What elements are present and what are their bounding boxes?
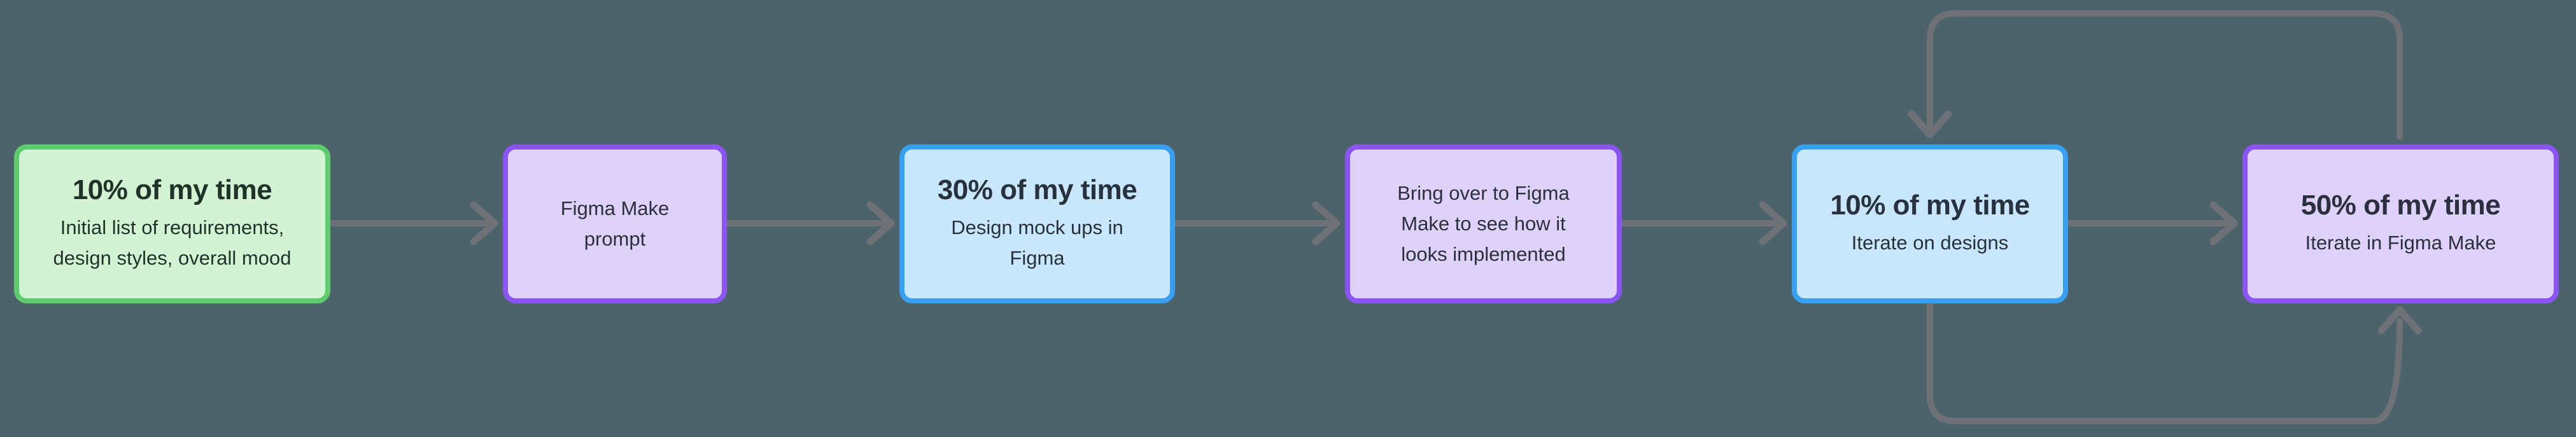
- box-body: Figma Make prompt: [560, 197, 670, 250]
- arrowhead-right-icon: [1312, 201, 1341, 246]
- box-title: 10% of my time: [72, 174, 272, 205]
- arrowhead-down-icon: [1908, 110, 1952, 139]
- flow-box-bring-to-figma-make: Bring over to Figma Make to see how it l…: [1345, 144, 1622, 303]
- arrowhead-right-icon: [2209, 201, 2238, 246]
- flow-box-iterate-figma-make: 50% of my time Iterate in Figma Make: [2242, 144, 2559, 303]
- flow-box-design-mockups: 30% of my time Design mock ups in Figma: [899, 144, 1175, 303]
- arrowhead-right-icon: [470, 201, 498, 246]
- flow-box-iterate-designs: 10% of my time Iterate on designs: [1792, 144, 2068, 303]
- box-body: Iterate in Figma Make: [2305, 232, 2496, 254]
- loop-bottom: [1927, 301, 2403, 424]
- arrowhead-up-icon: [2377, 306, 2422, 335]
- flow-box-requirements: 10% of my time Initial list of requireme…: [14, 144, 330, 303]
- flow-box-figma-make-prompt: Figma Make prompt: [503, 144, 727, 303]
- box-body: Iterate on designs: [1851, 232, 2009, 254]
- box-body: Bring over to Figma Make to see how it l…: [1397, 181, 1570, 266]
- loop-top: [1927, 10, 2403, 140]
- box-title: 50% of my time: [2300, 189, 2501, 221]
- box-title: 30% of my time: [937, 174, 1137, 205]
- box-body: Initial list of requirements, design sty…: [53, 216, 292, 270]
- arrowhead-right-icon: [866, 201, 895, 246]
- arrowhead-right-icon: [1759, 201, 1787, 246]
- box-body: Design mock ups in Figma: [951, 216, 1123, 270]
- box-title: 10% of my time: [1830, 189, 2030, 221]
